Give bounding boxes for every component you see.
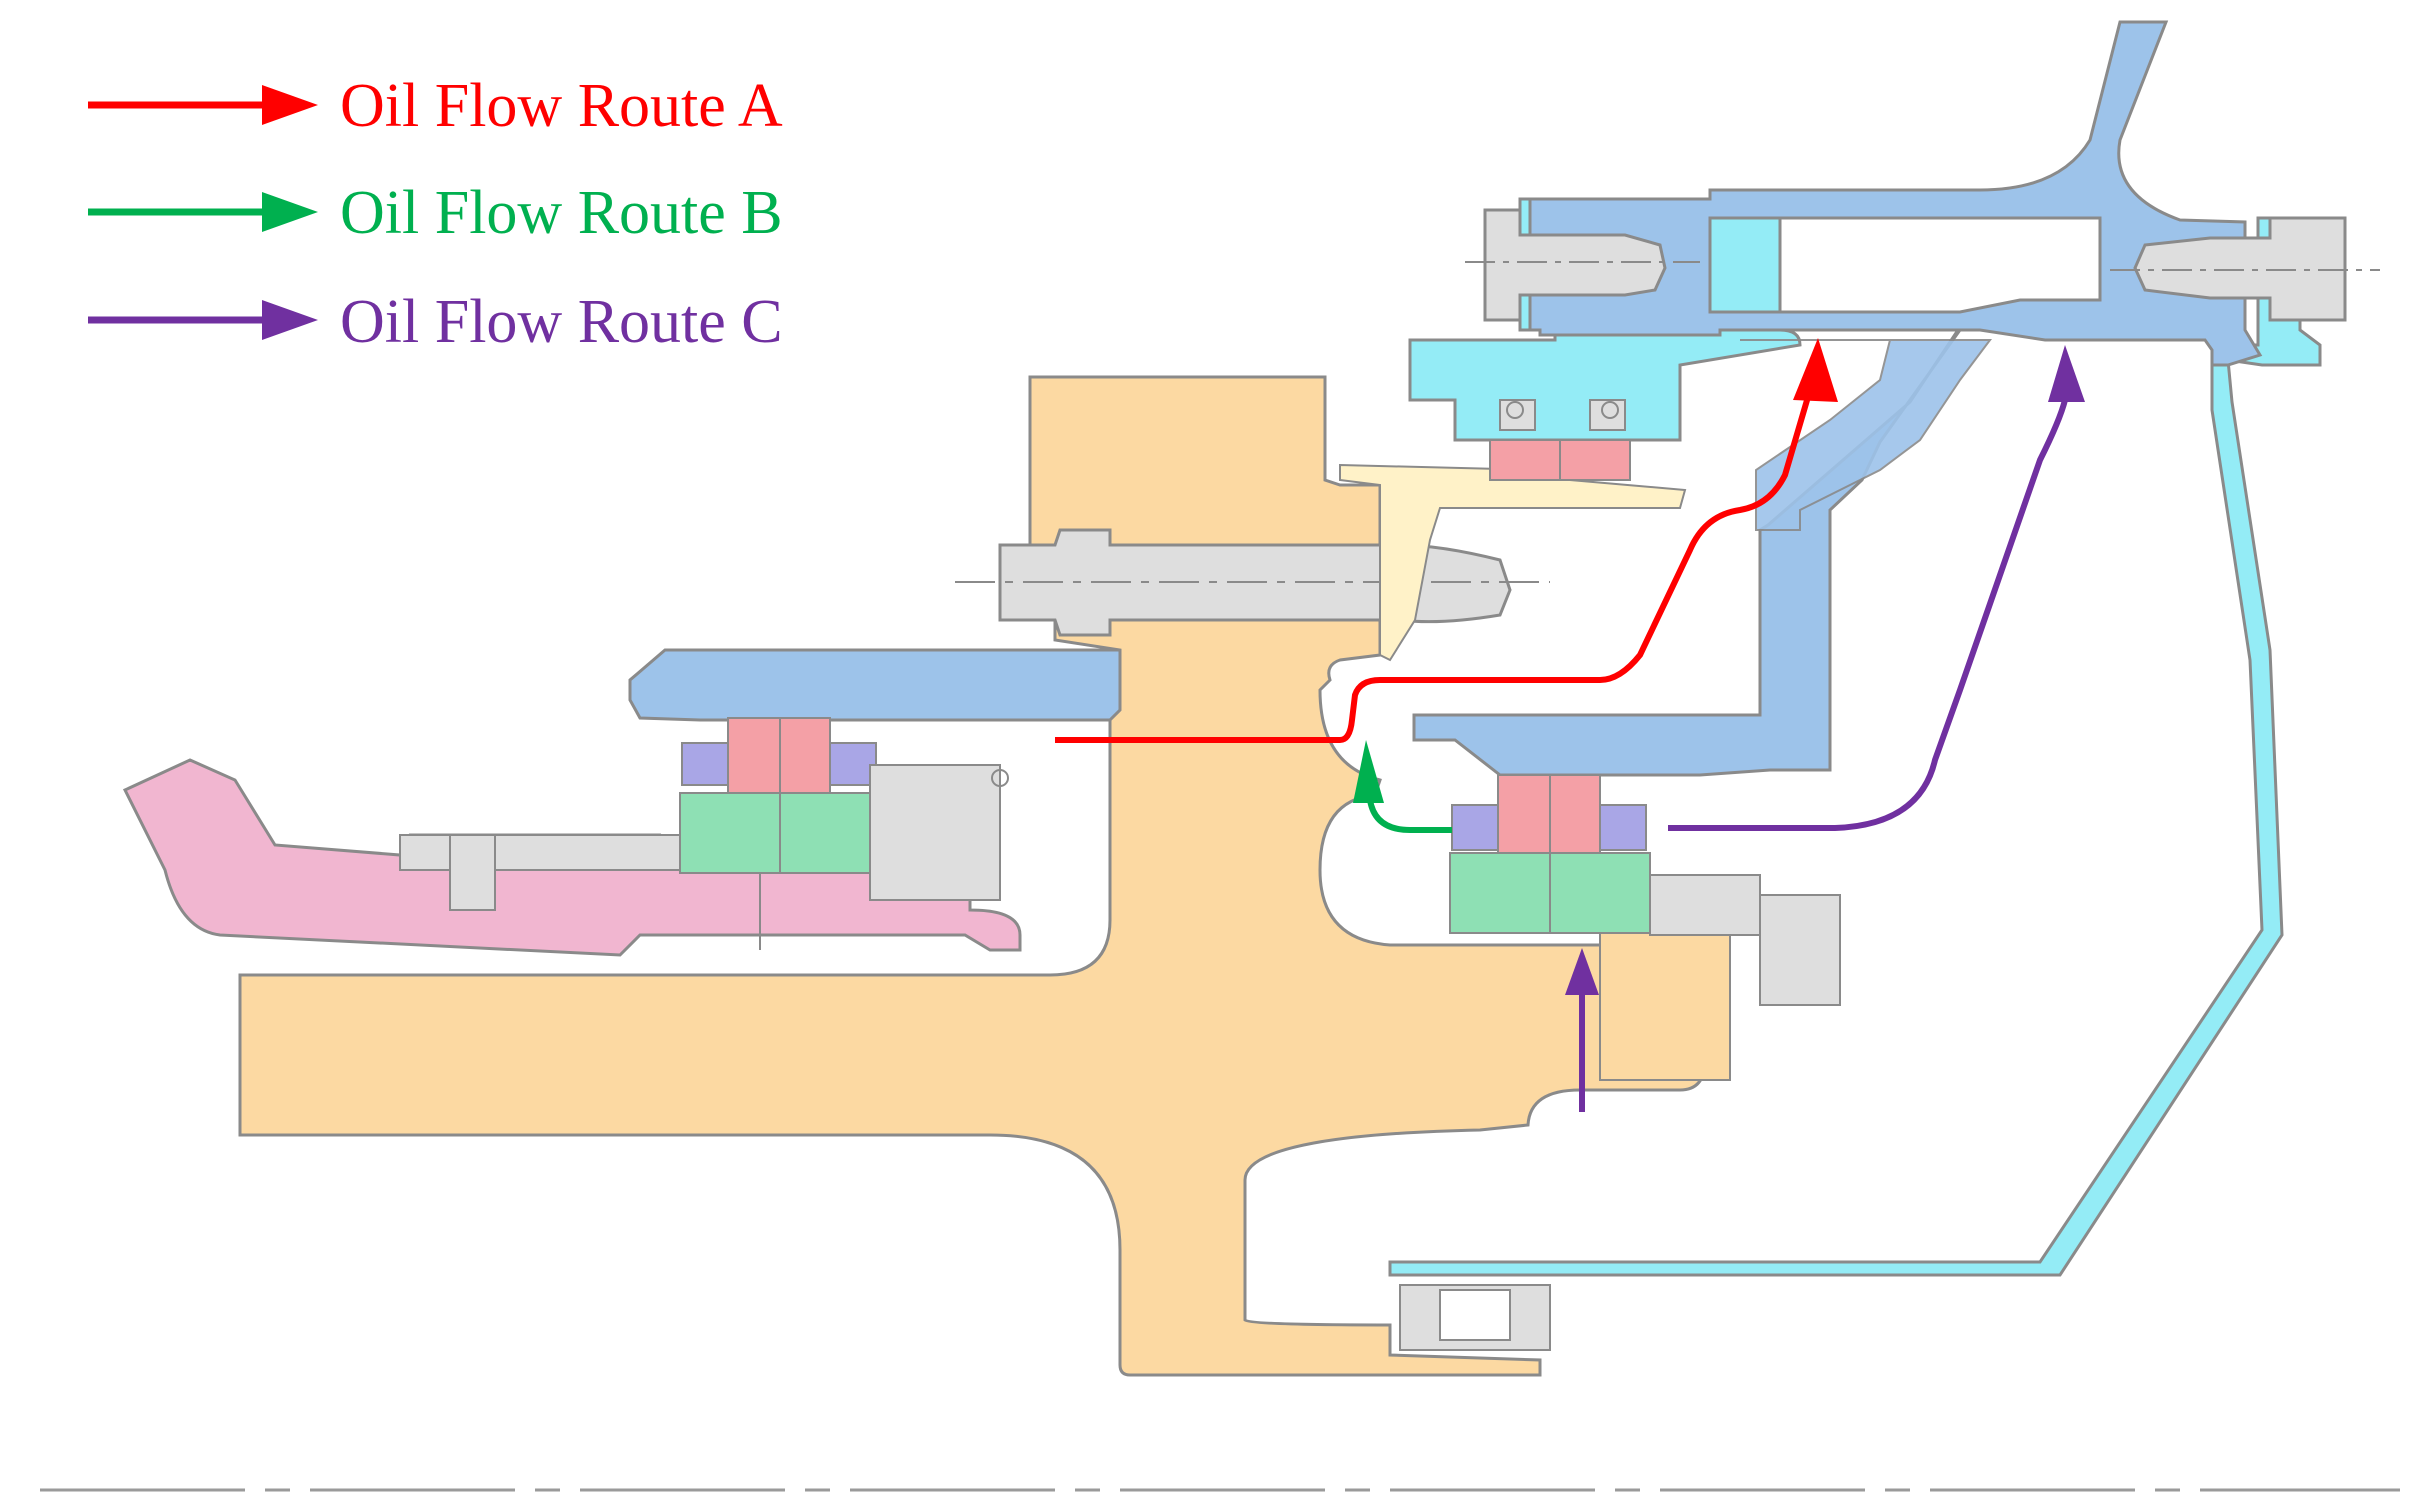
- orange-right-block: [1599, 929, 1731, 1081]
- legend-item-route-a: Oil Flow Route A: [88, 72, 783, 140]
- blue-left-housing: [628, 648, 1122, 722]
- left-bearing: [449, 717, 1009, 950]
- upper-seal-screw-right: [1601, 401, 1619, 419]
- route-b-path: [1353, 740, 1452, 833]
- legend-label-route-c: Oil Flow Route C: [340, 288, 783, 356]
- right-bearing-spacer-left: [1451, 804, 1499, 851]
- left-bearing-spacer-left: [681, 742, 729, 786]
- top-right-bolt: [2110, 216, 2380, 322]
- left-bearing-lock: [991, 769, 1009, 787]
- route-a-path: [1055, 338, 1838, 743]
- route-a-legend-arrowhead: [262, 85, 318, 125]
- route-b-arrowhead: [1353, 740, 1384, 803]
- right-bearing: [1449, 774, 1841, 1006]
- route-c-main-arrowhead: [2048, 345, 2085, 402]
- upper-seal-grey-right: [1589, 399, 1626, 431]
- grey-left-shaft: [399, 834, 681, 871]
- legend: Oil Flow Route A Oil Flow Route B Oil Fl…: [88, 72, 783, 356]
- seal-ring: [1339, 463, 1687, 662]
- route-c-legend-arrowhead: [262, 300, 318, 340]
- upper-seal-grey-left: [1499, 399, 1536, 431]
- route-a-arrowhead: [1793, 338, 1838, 402]
- route-b-legend-arrowhead: [262, 192, 318, 232]
- left-shaft-pin: [449, 834, 496, 911]
- lower-seal: [1399, 1284, 1551, 1351]
- legend-label-route-a: Oil Flow Route A: [340, 72, 783, 140]
- left-bearing-nut: [869, 764, 1001, 901]
- top-left-bolt: [1465, 208, 1700, 322]
- route-c-path-main: [1668, 345, 2085, 831]
- upper-seal-screw-left: [1506, 401, 1524, 419]
- blue-inner-sleeve: [1740, 339, 1992, 531]
- right-bearing-spacer-right: [1599, 804, 1647, 851]
- middle-bolt: [955, 528, 1550, 637]
- legend-label-route-b: Oil Flow Route B: [340, 179, 783, 247]
- blue-upper-housing: [1412, 20, 2263, 777]
- lower-seal-gland: [1439, 1289, 1511, 1341]
- route-c-lower-arrowhead: [1565, 948, 1599, 995]
- route-c-path-lower: [1565, 948, 1599, 1112]
- upper-seal-assembly: [1489, 399, 1631, 481]
- left-bearing-spacer-right: [829, 742, 877, 786]
- right-bearing-nut: [1649, 874, 1761, 936]
- right-bearing-lockwasher: [1759, 894, 1841, 1006]
- legend-item-route-b: Oil Flow Route B: [88, 179, 783, 247]
- legend-item-route-c: Oil Flow Route C: [88, 288, 783, 356]
- orange-main-body: [238, 375, 1707, 1377]
